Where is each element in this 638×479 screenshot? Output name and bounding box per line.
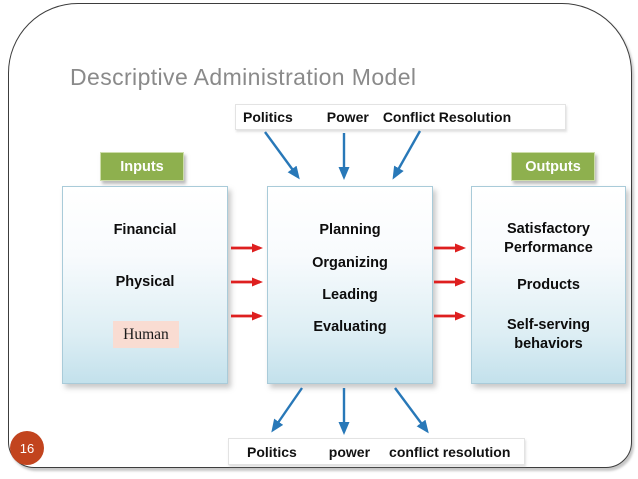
page-number: 16	[19, 440, 35, 456]
process-box: Planning Organizing Leading Evaluating	[267, 186, 433, 384]
output-item-satisfactory-performance: Satisfactory Performance	[504, 221, 593, 256]
factor-conflict-resolution-bottom: conflict resolution	[389, 443, 511, 460]
input-item-physical: Physical	[115, 274, 175, 290]
output-item-self-serving-behaviors: Self-serving behaviors	[507, 317, 590, 352]
factor-politics-bottom: Politics	[247, 443, 297, 460]
process-item-leading: Leading	[322, 287, 378, 303]
input-item-financial: Financial	[113, 222, 177, 238]
process-item-planning: Planning	[319, 222, 381, 238]
factor-power-bottom: power	[328, 443, 371, 460]
factor-power-top: Power	[326, 109, 369, 125]
inputs-tag: Inputs	[100, 152, 184, 181]
factor-politics-top: Politics	[243, 109, 293, 125]
process-item-organizing: Organizing	[312, 255, 388, 271]
factor-conflict-resolution-top: Conflict Resolution	[382, 109, 512, 125]
outputs-tag: Outputs	[511, 152, 595, 181]
output-item-products: Products	[517, 277, 580, 293]
page-number-badge: 16	[10, 431, 44, 465]
input-item-human-highlight: Human	[113, 321, 179, 348]
environment-factors-top: Politics Power Conflict Resolution	[235, 104, 566, 130]
outputs-box: Satisfactory Performance Products Self-s…	[471, 186, 626, 384]
environment-factors-bottom: Politics power conflict resolution	[228, 438, 525, 465]
process-item-evaluating: Evaluating	[313, 319, 387, 335]
inputs-box: Financial Physical Human	[62, 186, 228, 384]
slide-title: Descriptive Administration Model	[70, 64, 417, 90]
